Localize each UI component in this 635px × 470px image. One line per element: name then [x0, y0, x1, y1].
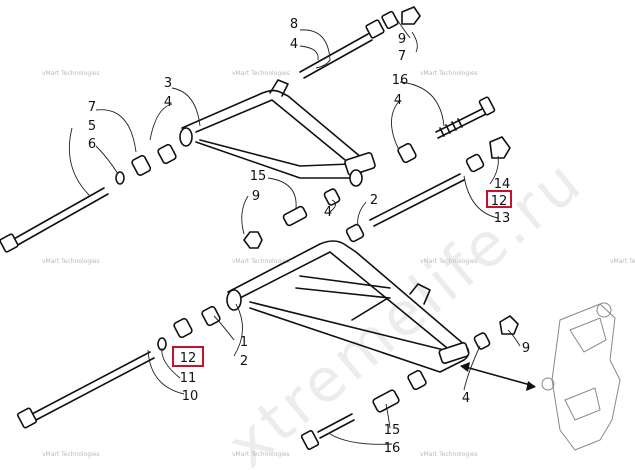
lower-a-arm	[226, 240, 470, 373]
middle-bolt-2	[345, 173, 465, 243]
callout: 15	[250, 169, 267, 184]
callout: 7	[398, 49, 406, 64]
callout: 14	[494, 177, 511, 192]
callout-numbers: 8 4 9 7 3 4 16 4 7 5 6 15 9 4 2 14 12 13…	[88, 17, 530, 456]
vendor-watermark: vMart Technologies	[42, 258, 100, 265]
callout: 10	[182, 389, 199, 404]
vendor-watermark: vMart Technologies	[232, 258, 290, 265]
callout: 12	[491, 194, 508, 209]
upper-bolt-8	[299, 19, 385, 79]
long-bolt-upper	[0, 187, 109, 253]
callout: 6	[88, 137, 96, 152]
callout: 16	[384, 441, 401, 456]
callout: 13	[494, 211, 511, 226]
callout: 11	[180, 371, 197, 386]
vendor-watermark: vMart Technologies	[420, 70, 478, 77]
right-bushing-stack	[465, 136, 511, 173]
lower-right-bushings	[473, 315, 519, 350]
vendor-watermark: vMart Technologies	[420, 451, 478, 458]
assembly-arrow	[460, 362, 536, 391]
callout: 8	[290, 17, 298, 32]
callout: 4	[290, 37, 298, 52]
callout: 4	[462, 391, 470, 406]
lower-bolt-16	[300, 369, 427, 450]
callout: 1	[240, 335, 248, 350]
callout: 12	[180, 351, 197, 366]
upper-a-arm	[179, 79, 376, 187]
callout: 4	[324, 205, 332, 220]
vendor-watermark: vMart Technologies	[610, 258, 635, 265]
callout: 5	[88, 119, 96, 134]
highlight-box-12-upper	[486, 190, 512, 208]
leader-lines	[68, 17, 521, 445]
callout: 9	[252, 189, 260, 204]
callout: 2	[240, 354, 248, 369]
vendor-watermark: vMart Technologies	[232, 70, 290, 77]
upper-bolt-16	[435, 96, 496, 139]
vendor-watermark: vMart Technologies	[42, 70, 100, 77]
callout: 4	[164, 95, 172, 110]
spindle-ghost	[541, 302, 621, 451]
vendor-watermark: vMart Technologies	[420, 258, 478, 265]
callout: 7	[88, 100, 96, 115]
callout: 16	[392, 73, 409, 88]
vendor-watermark: vMart Technologies	[232, 451, 290, 458]
callout: 15	[384, 423, 401, 438]
lower-front-bushings	[157, 305, 221, 351]
upper-rear-bushing	[397, 142, 417, 164]
vendor-watermarks: vMart Technologies vMart Technologies vM…	[42, 70, 635, 458]
upper-front-bushings	[115, 143, 177, 185]
highlight-box-12-lower	[172, 346, 204, 367]
upper-bushing-nut	[381, 6, 421, 30]
callout: 3	[164, 76, 172, 91]
vendor-watermark: vMart Technologies	[42, 451, 100, 458]
callout: 9	[398, 32, 406, 47]
callout: 4	[394, 93, 402, 108]
callout: 2	[370, 193, 378, 208]
callout: 9	[522, 341, 530, 356]
long-bolt-lower	[16, 351, 155, 429]
